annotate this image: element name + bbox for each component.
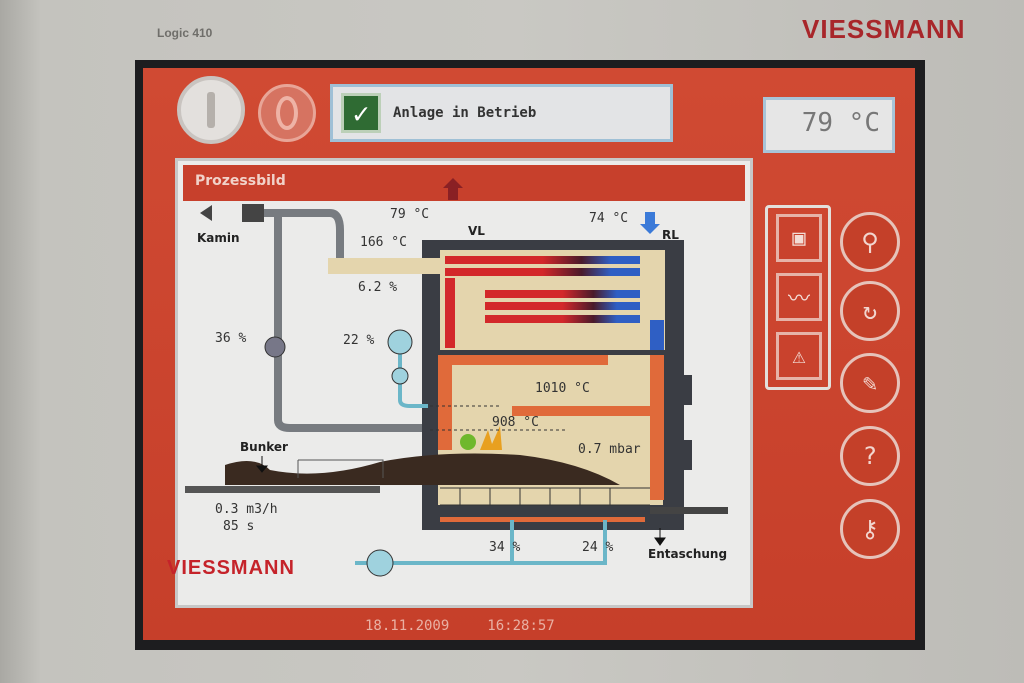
power-off-icon (276, 96, 298, 130)
search-icon: ⚲ (861, 228, 879, 256)
primary-air-fan-icon (366, 549, 394, 577)
snapshot-button[interactable]: ▣ (776, 214, 822, 262)
air-fan-value: 22 % (343, 333, 375, 348)
flue-outlet (328, 258, 448, 274)
user-key-icon: ⚷ (861, 515, 879, 543)
grate (440, 487, 650, 506)
recirc-fan-icon (264, 336, 286, 358)
primary-air-1: 34 % (489, 540, 521, 555)
time: 16:28:57 (487, 618, 555, 634)
refresh-button[interactable]: ↻ (840, 281, 900, 341)
flame-sensor (460, 434, 476, 450)
bunker-arrow-icon (255, 456, 269, 473)
search-button[interactable]: ⚲ (840, 212, 900, 272)
chamber-temp: 1010 °C (535, 381, 590, 396)
feed-rate: 0.3 m3/h (215, 502, 278, 517)
status-display: ✓ Anlage in Betrieb (330, 84, 673, 142)
date: 18.11.2009 (365, 618, 450, 634)
brand-logo: VIESSMANN (802, 14, 966, 44)
help-button[interactable]: ? (840, 426, 900, 486)
flow-supply-arrow-icon (443, 178, 463, 200)
power-on-button[interactable] (177, 76, 245, 144)
supply-temp: 79 °C (390, 207, 430, 222)
ash-arrow-icon (654, 528, 666, 546)
exhaust-arrow-icon (200, 205, 212, 221)
warning-icon: ⚠ (792, 343, 806, 369)
flue-temp: 166 °C (360, 235, 407, 250)
inspection-door (664, 375, 692, 405)
air-valve-icon (391, 367, 409, 385)
panel-title: Prozessbild (183, 165, 745, 201)
recirc-fan-value: 36 % (215, 331, 247, 346)
feed-time: 85 s (223, 519, 255, 534)
air-pipes (355, 340, 607, 565)
ash-screw (650, 507, 728, 514)
wrench-icon: ✎ (862, 369, 878, 397)
primary-air-2: 24 % (582, 540, 614, 555)
model-label: Logic 410 (157, 26, 213, 40)
return-label: RL (662, 228, 679, 242)
return-temp: 74 °C (589, 211, 629, 226)
flue-duct (248, 209, 430, 432)
trend-chart-icon: 〰 (787, 287, 810, 312)
footer-datetime: 18.11.2009 16:28:57 (365, 618, 593, 634)
help-icon: ? (862, 442, 878, 470)
secondary-air-fan-icon (387, 329, 413, 355)
o2-value: 6.2 % (358, 280, 398, 295)
heat-exchanger-tubes (445, 256, 664, 350)
status-text: Anlage in Betrieb (393, 105, 537, 121)
fuel-bed (225, 453, 620, 485)
user-login-button[interactable]: ⚷ (840, 499, 900, 559)
flow-return-arrow-icon (640, 212, 660, 234)
service-button[interactable]: ✎ (840, 353, 900, 413)
alarm-button[interactable]: ⚠ (776, 332, 822, 380)
refractory-bricks (438, 355, 664, 500)
panel-brand-logo: VIESSMANN (167, 557, 295, 579)
pressure-value: 0.7 mbar (578, 442, 641, 457)
flame-icon (480, 426, 502, 450)
bunker-label: Bunker (240, 440, 288, 454)
flue-damper (242, 204, 264, 222)
trend-button[interactable]: 〰 (776, 273, 822, 321)
power-off-button[interactable] (258, 84, 316, 142)
refresh-icon: ↻ (862, 297, 878, 325)
camera-icon: ▣ (792, 225, 806, 251)
ash-label: Entaschung (648, 547, 728, 561)
power-on-icon (207, 92, 215, 128)
kamin-label: Kamin (197, 231, 240, 245)
bed-temp: 908 °C (492, 415, 539, 430)
supply-label: VL (468, 224, 485, 238)
view-button-group: ▣ 〰 ⚠ (765, 205, 831, 390)
inspection-door (664, 440, 692, 470)
check-icon: ✓ (341, 93, 381, 133)
boiler-temperature: 79 °C (763, 97, 895, 153)
feed-screw (185, 486, 380, 493)
